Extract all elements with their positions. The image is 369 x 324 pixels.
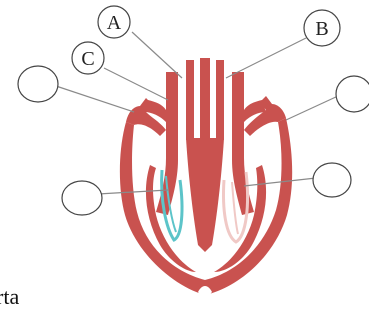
leader-line-right-lower [244,178,316,186]
label-b-marker: B [304,10,340,46]
blank-label-right-lower [313,163,351,197]
label-a-marker: A [98,6,130,38]
label-a-text: A [107,12,122,34]
blank-label-right-upper [336,76,369,112]
aorta-right [216,60,224,140]
aorta-cap-right [210,64,216,100]
label-c-marker: C [72,42,104,74]
leader-line-right-upper [286,96,338,120]
label-c-text: C [81,48,94,70]
aorta-center [200,58,210,150]
right-great-vessel [232,72,254,215]
aorta-left [186,60,194,140]
leader-line-left-upper [56,86,134,112]
septum [186,138,224,252]
label-b-text: B [315,18,328,40]
leader-line-a [132,32,182,78]
leader-line-b [226,38,306,78]
leader-line-c [104,68,168,100]
blank-label-left-lower [62,181,102,215]
blank-label-left-upper [18,66,58,102]
aorta-cap-left [194,64,200,100]
caption-text: rta [0,284,19,309]
